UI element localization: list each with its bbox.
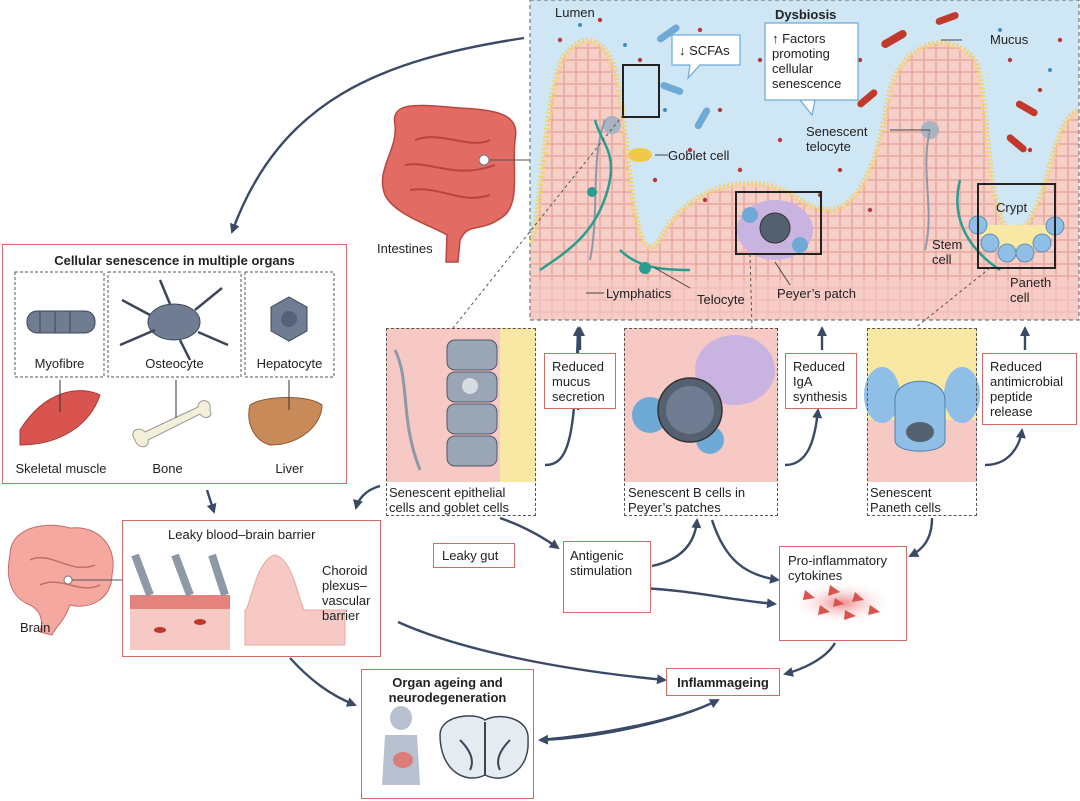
detail-panel-epithelial-graphic bbox=[386, 328, 536, 482]
brain-illustration bbox=[7, 524, 122, 636]
telocyte-label: Telocyte bbox=[697, 292, 745, 307]
bbb-box bbox=[122, 520, 381, 657]
bcells-panel-label: Senescent B cells in Peyer’s patches bbox=[628, 485, 746, 515]
paneth-cell-label: Paneth cell bbox=[1010, 275, 1052, 305]
stem-cell-label: Stem cell bbox=[932, 237, 963, 267]
hepatocyte-label: Hepatocyte bbox=[256, 356, 323, 371]
cytokines-label: Pro-inflammatory cytokines bbox=[788, 553, 887, 583]
reduced-mucus-box: Reduced mucus secretion bbox=[544, 353, 616, 409]
intestine-panel bbox=[527, 0, 1080, 321]
senescent-telocyte-label: Senescent telocyte bbox=[806, 124, 868, 154]
paneth-panel bbox=[867, 328, 977, 516]
bcells-panel bbox=[624, 328, 778, 516]
antigenic-stimulation-label: Antigenic stimulation bbox=[570, 548, 633, 578]
scfa-label: ↓ SCFAs bbox=[679, 43, 730, 58]
paneth-panel-label: Senescent Paneth cells bbox=[870, 485, 941, 515]
goblet-cell-label: Goblet cell bbox=[668, 148, 730, 163]
mucus-label: Mucus bbox=[990, 32, 1029, 47]
factors-label: ↑ Factors promoting cellular senescence bbox=[772, 31, 842, 91]
ageing-graphics bbox=[382, 706, 529, 785]
antigenic-stimulation-box bbox=[563, 541, 651, 613]
intestines-illustration bbox=[381, 104, 530, 263]
bbb-title: Leaky blood–brain barrier bbox=[168, 527, 316, 542]
lumen-label: Lumen bbox=[555, 5, 595, 20]
inflammageing-box: Inflammageing bbox=[666, 668, 780, 696]
lymphatics-label: Lymphatics bbox=[606, 286, 672, 301]
crypt-label: Crypt bbox=[996, 200, 1028, 215]
myofibre-label: Myofibre bbox=[34, 356, 85, 371]
skeletal-muscle-label: Skeletal muscle bbox=[15, 461, 107, 476]
peyers-patch-label: Peyer’s patch bbox=[777, 286, 857, 301]
osteocyte-label: Osteocyte bbox=[145, 356, 204, 371]
organ-illustrations bbox=[19, 279, 323, 448]
liver-label: Liver bbox=[275, 461, 304, 476]
cytokine-triangles bbox=[803, 585, 880, 620]
organ-ageing-label: Organ ageing and neurodegeneration bbox=[388, 675, 507, 705]
leaky-gut-box: Leaky gut bbox=[433, 543, 515, 568]
dysbiosis-label: Dysbiosis bbox=[775, 7, 837, 22]
organ-ageing-box bbox=[361, 669, 534, 799]
intestines-label: Intestines bbox=[377, 241, 433, 256]
choroid-label: Choroid plexus–vascular barrier bbox=[322, 563, 371, 623]
detail-panel-paneth-graphic bbox=[864, 328, 980, 482]
cytokines-box bbox=[779, 546, 907, 641]
organs-box bbox=[2, 244, 347, 484]
detail-panel-bcells-graphic bbox=[624, 328, 778, 482]
reduced-antimicrobial-box: Reduced antimicrobial peptide release bbox=[982, 353, 1077, 425]
reduced-iga-box: Reduced IgA synthesis bbox=[785, 353, 857, 409]
bbb-graphics bbox=[130, 553, 346, 650]
organs-box-title: Cellular senescence in multiple organs bbox=[54, 253, 295, 268]
epithelial-panel-label: Senescent epithelial cells and goblet ce… bbox=[389, 485, 509, 515]
bone-label: Bone bbox=[152, 461, 183, 476]
brain-label: Brain bbox=[20, 620, 51, 635]
epithelial-panel bbox=[386, 328, 536, 516]
